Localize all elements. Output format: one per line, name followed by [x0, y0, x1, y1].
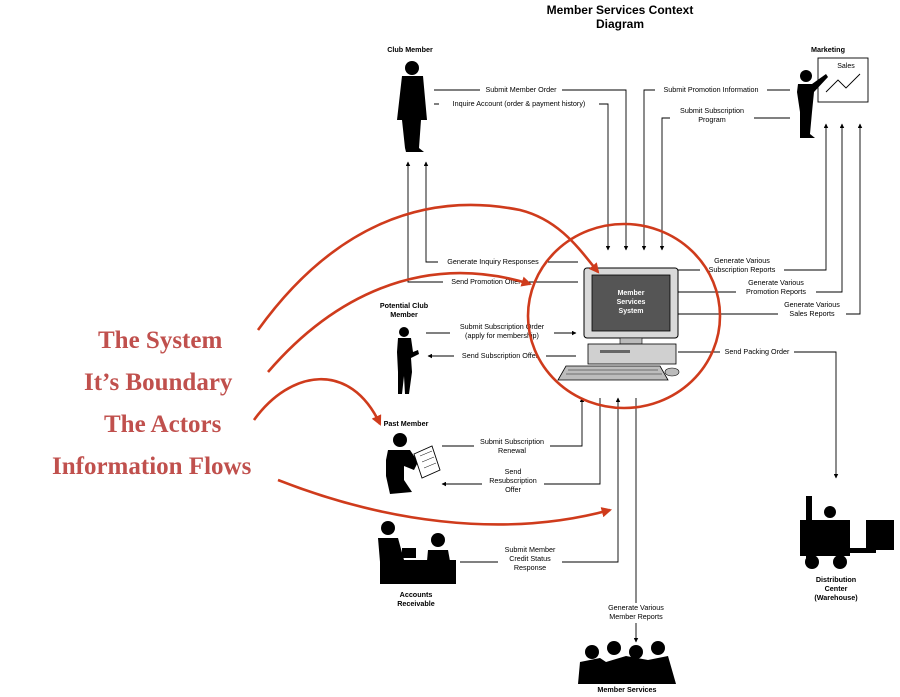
diagram-title-line1: Member Services Context — [547, 3, 694, 17]
arrow-boundary — [267, 271, 532, 373]
label-gen-sales-reports-2: Sales Reports — [789, 309, 835, 318]
flow-generate-inquiry-responses — [423, 161, 578, 263]
flow-inquire-account — [434, 103, 611, 251]
marketing-figure: Sales — [797, 57, 869, 138]
label-submit-promotion-info: Submit Promotion Information — [663, 85, 758, 94]
label-gen-promotion-reports-1: Generate Various — [748, 278, 804, 287]
label-gen-promotion-reports-2: Promotion Reports — [746, 287, 806, 296]
flow-submit-subscription-program — [659, 117, 790, 251]
label-submit-subscription-program-1: Submit Subscription — [680, 106, 744, 115]
label-send-promotion-offer: Send Promotion Offer — [451, 277, 521, 286]
sales-sign-text: Sales — [837, 63, 855, 70]
annotation-information-flows: Information Flows — [52, 453, 252, 480]
label-gen-sales-reports-1: Generate Various — [784, 300, 840, 309]
label-credit-status-1: Submit Member — [505, 545, 556, 554]
flow-submit-member-order — [434, 89, 629, 251]
label-credit-status-2: Credit Status — [509, 554, 551, 563]
actor-label-marketing: Marketing — [811, 45, 845, 54]
label-gen-subscription-reports-1: Generate Various — [714, 256, 770, 265]
actor-label-club-member: Club Member — [387, 45, 433, 54]
member-services-system: Member Services System — [557, 267, 680, 381]
label-gen-member-reports-1: Generate Various — [608, 603, 664, 612]
label-send-resubscription-offer-1: Send — [505, 467, 522, 476]
arrow-the-system — [256, 203, 600, 331]
label-send-resubscription-offer-2: Resubscription — [489, 476, 537, 485]
annotation-boundary: It’s Boundary — [84, 369, 233, 396]
actor-label-past-member: Past Member — [384, 419, 429, 428]
actor-label-distribution-line3: (Warehouse) — [814, 593, 858, 602]
system-label-line1: Member — [618, 290, 645, 297]
system-boundary-circle — [526, 222, 722, 410]
label-send-subscription-offer: Send Subscription Offer — [462, 351, 539, 360]
label-gen-member-reports-2: Member Reports — [609, 612, 663, 621]
label-submit-subscription-program-2: Program — [698, 115, 726, 124]
arrow-information-flows — [277, 478, 613, 526]
flow-gen-promotion-reports — [678, 123, 845, 293]
actor-label-member-services: Member Services — [597, 685, 656, 694]
label-credit-status-3: Response — [514, 563, 546, 572]
arrow-the-actors — [252, 377, 382, 426]
actor-label-accounts-line2: Receivable — [397, 599, 435, 608]
actor-label-distribution-line1: Distribution — [816, 575, 856, 584]
past-member-figure — [386, 433, 441, 494]
label-generate-inquiry-responses: Generate Inquiry Responses — [447, 257, 539, 266]
actor-label-distribution-line2: Center — [825, 584, 848, 593]
annotation-the-actors: The Actors — [104, 411, 222, 438]
flow-gen-sales-reports — [678, 123, 863, 315]
label-send-packing-order: Send Packing Order — [725, 347, 790, 356]
label-submit-member-order: Submit Member Order — [485, 85, 557, 94]
potential-member-figure — [397, 327, 419, 394]
member-services-figure — [578, 641, 676, 684]
label-gen-subscription-reports-2: Subscription Reports — [709, 265, 776, 274]
label-inquire-account: Inquire Account (order & payment history… — [453, 99, 586, 108]
actor-label-accounts-line1: Accounts — [400, 590, 433, 599]
distribution-center-figure — [800, 496, 894, 569]
label-submit-subscription-renewal-2: Renewal — [498, 446, 526, 455]
flow-labels: Submit Member Order Inquire Account (ord… — [438, 85, 846, 623]
label-submit-subscription-order-2: (apply for membership) — [465, 331, 539, 340]
actor-label-potential-line2: Member — [390, 310, 418, 319]
accounts-receivable-figure — [378, 521, 456, 584]
system-label-line3: System — [619, 308, 644, 315]
diagram-title-line2: Diagram — [596, 17, 644, 31]
system-label-line2: Services — [617, 299, 646, 306]
flow-gen-subscription-reports — [678, 123, 829, 271]
label-submit-subscription-order-1: Submit Subscription Order — [460, 322, 545, 331]
label-submit-subscription-renewal-1: Submit Subscription — [480, 437, 544, 446]
actor-label-potential-line1: Potential Club — [380, 301, 429, 310]
label-send-resubscription-offer-3: Offer — [505, 485, 521, 494]
club-member-figure — [397, 61, 427, 152]
annotation-the-system: The System — [98, 327, 222, 354]
